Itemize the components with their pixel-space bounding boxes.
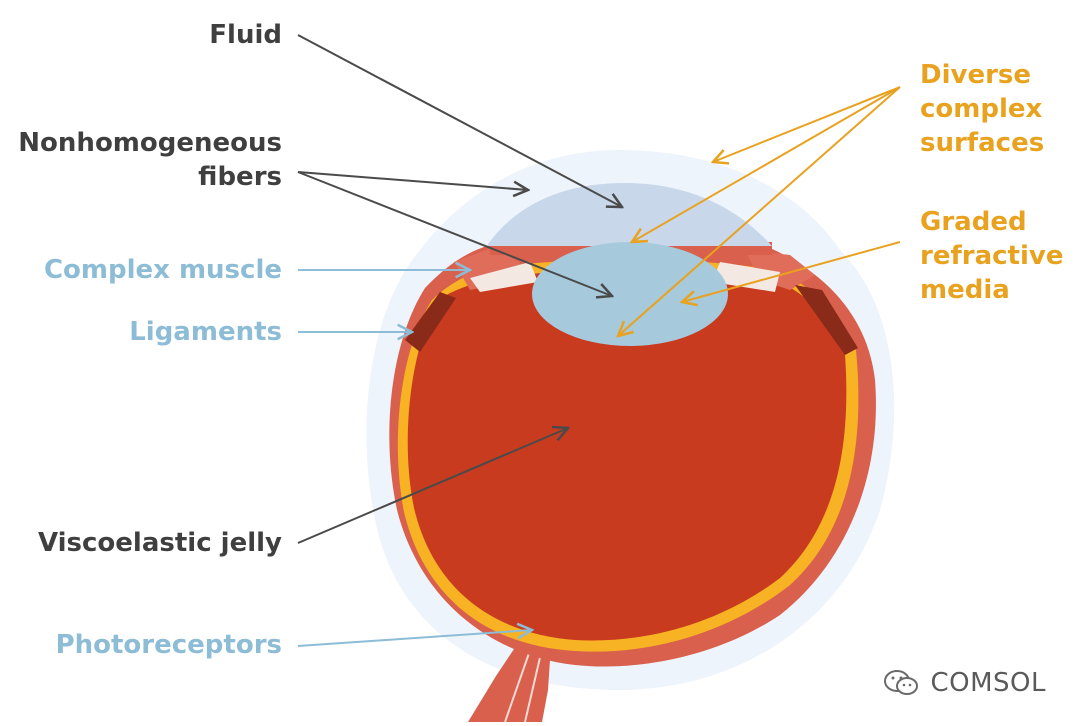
lens xyxy=(532,242,728,346)
leader-fibers-a xyxy=(297,171,528,190)
comsol-watermark: COMSOL xyxy=(882,668,1046,698)
watermark-text: COMSOL xyxy=(930,668,1046,698)
label-photoreceptors: Photoreceptors xyxy=(56,628,282,662)
label-diverse-complex-surfaces: Diverse complex surfaces xyxy=(920,58,1044,160)
label-fluid-text: Fluid xyxy=(209,20,282,50)
ciliary-dark-left xyxy=(405,292,456,352)
leader-graded xyxy=(682,241,901,302)
ligament-band-left xyxy=(470,262,538,292)
cornea xyxy=(488,183,772,246)
label-graded-line3: media xyxy=(920,275,1010,305)
label-diverse-line3: surfaces xyxy=(920,128,1045,158)
ciliary-dark-right xyxy=(795,285,858,355)
label-graded-line1: Graded xyxy=(920,207,1027,237)
leader-fibers-b xyxy=(297,171,612,296)
label-viscoelastic-jelly: Viscoelastic jelly xyxy=(38,526,282,560)
leader-diverse-c xyxy=(618,86,901,336)
label-fluid: Fluid xyxy=(209,18,282,52)
label-nonhomogeneous-line2: fibers xyxy=(198,162,282,192)
label-ligaments-text: Ligaments xyxy=(129,317,282,347)
label-graded-line2: refractive xyxy=(920,241,1064,271)
label-graded-refractive-media: Graded refractive media xyxy=(920,205,1063,307)
vitreous-body xyxy=(407,269,847,641)
leader-fluid xyxy=(297,34,622,207)
label-complex-muscle-text: Complex muscle xyxy=(43,255,282,285)
label-nonhomogeneous-line1: Nonhomogeneous xyxy=(18,128,282,158)
ligament-band-right xyxy=(712,262,780,292)
leader-diverse-a xyxy=(713,86,901,162)
leader-photoreceptors xyxy=(297,630,532,647)
leader-diverse-b xyxy=(632,86,901,242)
label-diverse-line2: complex xyxy=(920,94,1043,124)
label-nonhomogeneous-fibers: Nonhomogeneous fibers xyxy=(18,126,282,194)
label-ligaments: Ligaments xyxy=(129,315,282,349)
label-diverse-line1: Diverse xyxy=(920,60,1032,90)
label-complex-muscle: Complex muscle xyxy=(44,253,282,287)
leader-viscoelastic xyxy=(297,428,568,544)
wechat-icon xyxy=(882,668,922,698)
label-viscoelastic-jelly-text: Viscoelastic jelly xyxy=(37,528,282,558)
label-photoreceptors-text: Photoreceptors xyxy=(55,630,282,660)
